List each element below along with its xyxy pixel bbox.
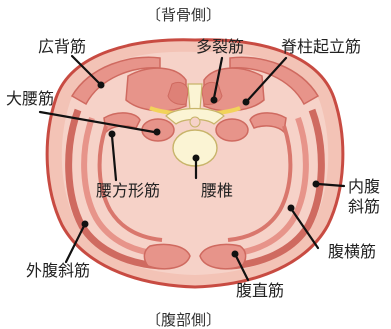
psoas-major-right (216, 119, 248, 141)
label-psoas-major: 大腰筋 (6, 90, 54, 108)
label-internal-oblique-line2: 斜筋 (348, 198, 380, 216)
spinous-process (188, 84, 202, 110)
label-latissimus-dorsi: 広背筋 (38, 38, 86, 56)
label-external-oblique: 外腹斜筋 (26, 262, 90, 280)
rectus-abdominis-left (144, 244, 190, 268)
rectus-abdominis-right (200, 244, 246, 268)
spinal-canal (190, 117, 200, 127)
label-internal-oblique-line1: 内腹 (348, 178, 380, 196)
label-transversus-abdominis: 腹横筋 (328, 243, 376, 261)
label-rectus-abdominis: 腹直筋 (236, 282, 284, 300)
label-lumbar-vertebra: 腰椎 (201, 182, 233, 200)
multifidus-left (168, 82, 188, 104)
orientation-top-label: 〔背骨側〕 (146, 6, 221, 24)
label-erector-spinae: 脊柱起立筋 (281, 38, 361, 56)
orientation-bottom-label: 〔腹部側〕 (146, 311, 221, 329)
label-quadratus-lumborum: 腰方形筋 (96, 182, 160, 200)
label-multifidus: 多裂筋 (196, 38, 244, 56)
